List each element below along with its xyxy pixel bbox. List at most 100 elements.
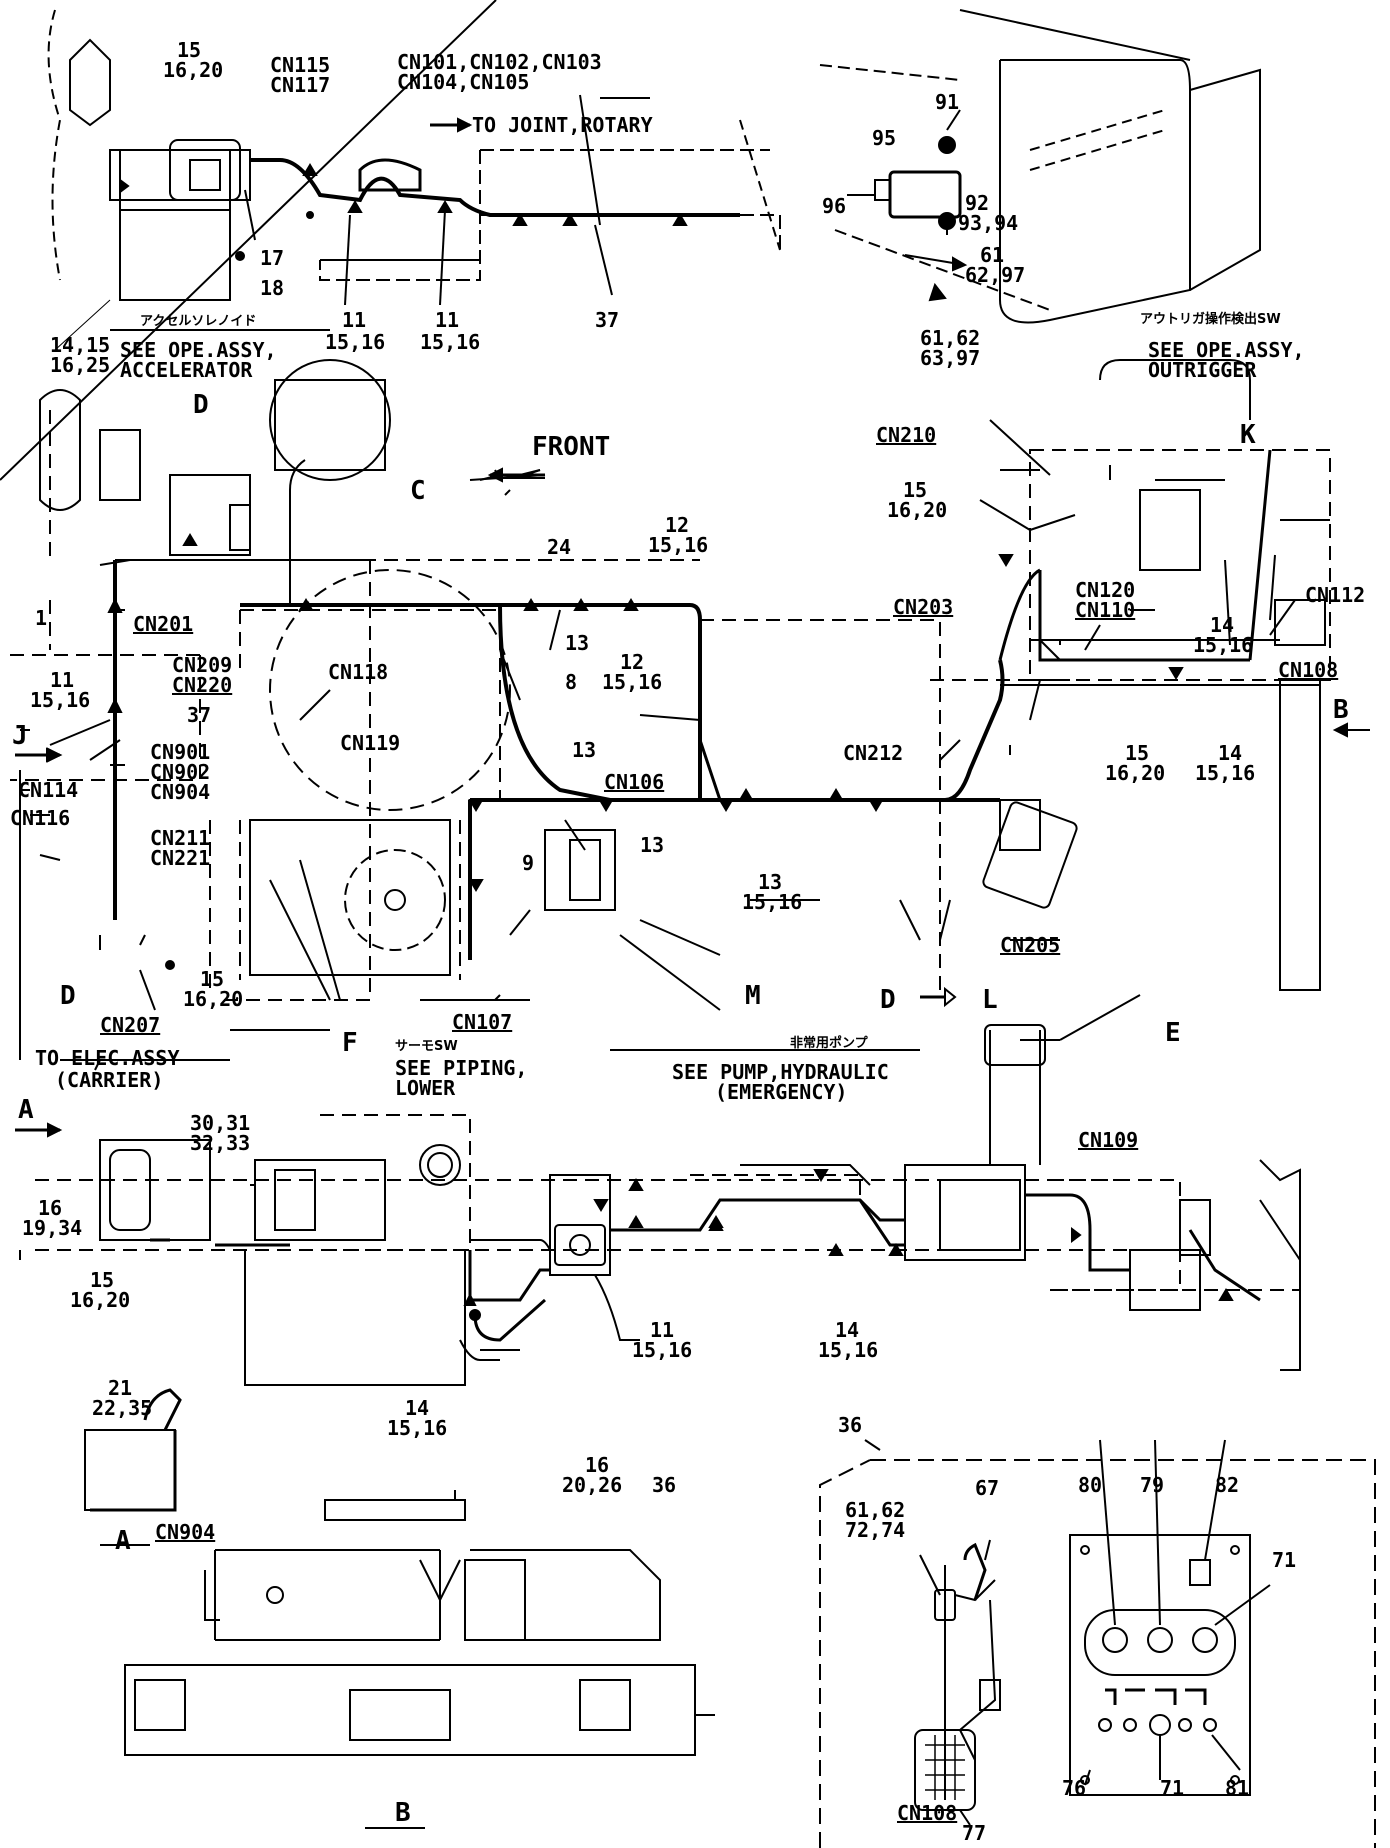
label-cn221: CN221 — [150, 846, 211, 870]
label-n61-62: 61,62 — [920, 326, 981, 350]
label-n16-20-r2: 16,20 — [1105, 761, 1166, 785]
label-m: M — [745, 981, 761, 1011]
label-l: L — [982, 985, 998, 1015]
label-n11-a: 11 — [342, 308, 367, 332]
label-n14-r: 14 — [1210, 613, 1235, 637]
label-cn211: CN211 — [150, 826, 211, 850]
label-n71-b: 71 — [1160, 1776, 1185, 1800]
label-cn112: CN112 — [1305, 583, 1366, 607]
label-see-pump-1: SEE PUMP,HYDRAULIC — [672, 1060, 889, 1084]
label-cn904-a: CN904 — [150, 780, 211, 804]
label-d-left: D — [60, 981, 76, 1011]
label-cn115: CN115 — [270, 53, 331, 77]
label-see-pump-2: (EMERGENCY) — [715, 1080, 848, 1104]
label-cn118: CN118 — [328, 660, 389, 684]
view-b-detail — [124, 1490, 715, 1829]
label-n16-25: 16,25 — [50, 353, 111, 377]
label-n81: 81 — [1225, 1776, 1250, 1800]
right-detail-k — [998, 359, 1370, 991]
label-cn119: CN119 — [340, 731, 401, 755]
label-n16-20-cn207: 16,20 — [183, 987, 244, 1011]
label-cn101-105-line1: CN101,CN102,CN103 — [397, 50, 602, 74]
label-n96: 96 — [822, 194, 847, 218]
label-n71-a: 71 — [1272, 1548, 1297, 1572]
label-to-elec-1: TO ELEC.ASSY — [35, 1046, 180, 1070]
label-n15-16-l: 15,16 — [30, 688, 91, 712]
label-cn106: CN106 — [604, 770, 665, 794]
label-cn107: CN107 — [452, 1010, 513, 1034]
label-n15-16-13d: 15,16 — [742, 890, 803, 914]
label-cn114: CN114 — [18, 778, 79, 802]
label-k: K — [1240, 420, 1256, 450]
label-d-l: D — [880, 985, 896, 1015]
label-see-piping-1: SEE PIPING, — [395, 1056, 528, 1080]
direction-arrows — [15, 467, 957, 1138]
label-n30-31: 30,31 — [190, 1111, 251, 1135]
label-n91: 91 — [935, 90, 960, 114]
label-j: J — [12, 721, 28, 751]
label-n32-33: 32,33 — [190, 1131, 251, 1155]
label-n16-b: 16 — [585, 1453, 610, 1477]
label-n24: 24 — [547, 535, 572, 559]
label-see-ope-out-2: OUTRIGGER — [1148, 358, 1257, 382]
label-n21: 21 — [108, 1376, 133, 1400]
label-cn116: CN116 — [10, 806, 71, 830]
label-n15-top: 15 — [177, 38, 202, 62]
label-jp-accel: アクセルソレノイド — [140, 314, 257, 329]
label-front: FRONT — [532, 432, 611, 462]
label-to-joint-rotary: TO JOINT,ROTARY — [472, 113, 653, 137]
label-n14-bot: 14 — [835, 1318, 860, 1342]
label-cn220: CN220 — [172, 673, 233, 697]
label-n72-74-box: 72,74 — [845, 1518, 906, 1542]
label-b-view: B — [395, 1798, 411, 1828]
label-n77: 77 — [962, 1821, 987, 1845]
label-jp-pump: 非常用ポンプ — [790, 1036, 868, 1051]
label-n20-26: 20,26 — [562, 1473, 623, 1497]
label-cn110: CN110 — [1075, 598, 1136, 622]
label-a-arrow: A — [18, 1095, 34, 1125]
label-n22-35: 22,35 — [92, 1396, 153, 1420]
label-n11-b: 11 — [435, 308, 460, 332]
label-cn108-b: CN108 — [897, 1801, 958, 1825]
label-cn203: CN203 — [893, 595, 954, 619]
label-jp-outrigger: アウトリガ操作検出SW — [1140, 312, 1281, 327]
main-upper-structure — [10, 359, 1078, 1001]
label-n13-c: 13 — [640, 833, 665, 857]
label-n61-a: 61 — [980, 243, 1005, 267]
label-n18: 18 — [260, 276, 285, 300]
label-n82: 82 — [1215, 1473, 1240, 1497]
top-right-detail — [819, 9, 1261, 324]
label-n37-mid: 37 — [187, 703, 212, 727]
label-n14-15: 14,15 — [50, 333, 111, 357]
label-cn904-b: CN904 — [155, 1520, 216, 1544]
label-a-view: A — [115, 1526, 131, 1556]
label-n36-b: 36 — [652, 1473, 677, 1497]
label-n61-62-box: 61,62 — [845, 1498, 906, 1522]
label-n12-b: 12 — [620, 650, 645, 674]
label-cn210: CN210 — [876, 423, 937, 447]
label-n15-cn207: 15 — [200, 967, 225, 991]
label-n36-box: 36 — [838, 1413, 863, 1437]
label-e: E — [1165, 1018, 1181, 1048]
label-n15-16-r2: 15,16 — [1195, 761, 1256, 785]
label-n11-l: 11 — [50, 668, 75, 692]
label-n79: 79 — [1140, 1473, 1165, 1497]
label-n95: 95 — [872, 126, 897, 150]
label-n15-16-12b: 15,16 — [602, 670, 663, 694]
label-f: F — [342, 1028, 358, 1058]
label-n63-97: 63,97 — [920, 346, 981, 370]
label-cn205: CN205 — [1000, 933, 1061, 957]
label-n17: 17 — [260, 246, 285, 270]
label-n15-16-a: 15,16 — [325, 330, 386, 354]
label-d-top: D — [193, 390, 209, 420]
label-n19-34: 19,34 — [22, 1216, 83, 1240]
label-cn207: CN207 — [100, 1013, 161, 1037]
label-n11-bot: 11 — [650, 1318, 675, 1342]
label-n80: 80 — [1078, 1473, 1103, 1497]
label-n15-16-r: 15,16 — [1193, 633, 1254, 657]
label-n12-a: 12 — [665, 513, 690, 537]
label-see-ope-accel-2: ACCELERATOR — [120, 358, 253, 382]
lower-body — [19, 1024, 1301, 1386]
label-n67: 67 — [975, 1476, 1000, 1500]
